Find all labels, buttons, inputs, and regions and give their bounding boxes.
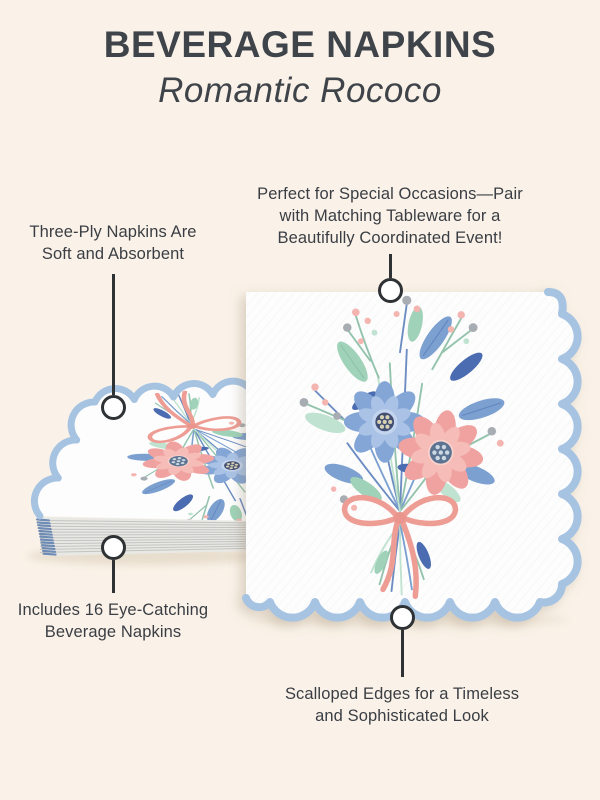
connector-line [111, 560, 115, 593]
connector-line [388, 253, 392, 278]
connector-line [400, 630, 404, 677]
large-napkin [242, 288, 582, 622]
callout-marker [100, 535, 126, 560]
stack-blue-edges [35, 518, 57, 556]
napkin-scallop-border [242, 288, 582, 622]
callout-marker [377, 277, 403, 303]
callout-three-ply: Three-Ply Napkins Are Soft and Absorbent [3, 222, 223, 420]
callout-text: Includes 16 Eye-Catching Beverage Napkin… [17, 601, 209, 641]
stack-scallop-border [30, 377, 256, 520]
callout-text: Three-Ply Napkins Are Soft and Absorbent [29, 223, 197, 263]
stack-side [35, 517, 253, 556]
callout-marker [100, 394, 126, 420]
callout-scalloped: Scalloped Edges for a Timeless and Sophi… [252, 605, 552, 728]
header: BEVERAGE NAPKINS Romantic Rococo [0, 0, 600, 111]
callout-marker [389, 605, 415, 630]
callout-occasions: Perfect for Special Occasions—Pair with … [248, 184, 532, 303]
connector-line [111, 273, 115, 395]
callout-includes: Includes 16 Eye-Catching Beverage Napkin… [3, 535, 223, 644]
page-subtitle: Romantic Rococo [158, 71, 442, 111]
callout-text: Perfect for Special Occasions—Pair with … [257, 185, 523, 247]
stack-top-surface [30, 377, 256, 521]
napkin-stack [30, 377, 256, 556]
callout-text: Scalloped Edges for a Timeless and Sophi… [284, 685, 520, 725]
page-title: BEVERAGE NAPKINS [103, 24, 497, 65]
